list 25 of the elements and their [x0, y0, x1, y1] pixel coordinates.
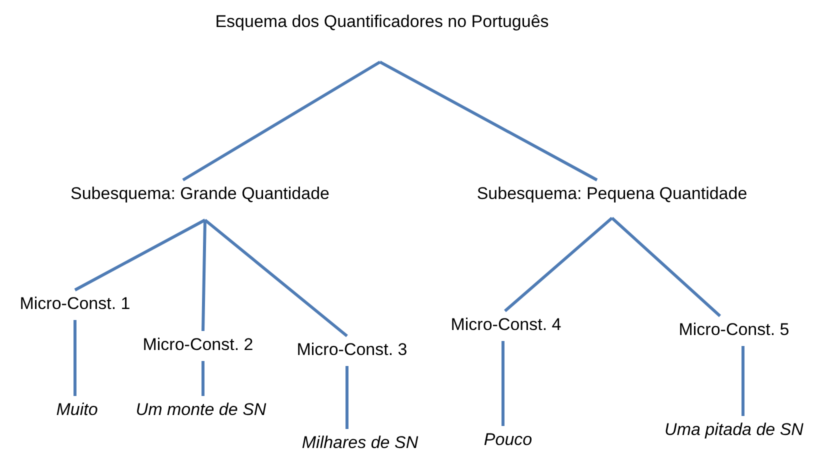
tree-node-label: Subesquema: Grande Quantidade: [70, 184, 330, 204]
tree-node-label: Subesquema: Pequena Quantidade: [476, 184, 748, 204]
tree-node-label: Uma pitada de SN: [664, 420, 804, 440]
tree-branch-line: [504, 216, 613, 312]
tree-node-label: Micro-Const. 5: [678, 320, 790, 340]
tree-branch-line: [74, 218, 206, 292]
tree-branch-line: [182, 60, 381, 182]
tree-branch-line: [202, 220, 206, 332]
tree-branch-line: [379, 60, 598, 182]
tree-node-label: Micro-Const. 1: [20, 294, 130, 314]
tree-root-label: Esquema dos Quantificadores no Português: [215, 12, 549, 32]
tree-branch-line: [204, 218, 348, 338]
tree-node-label: Um monte de SN: [136, 400, 266, 420]
tree-node-label: Micro-Const. 2: [142, 335, 254, 355]
tree-node-label: Muito: [56, 400, 98, 420]
tree-branch-line: [202, 361, 204, 396]
tree-node-label: Pouco: [484, 430, 532, 450]
tree-branch-line: [611, 216, 721, 318]
tree-node-label: Micro-Const. 4: [450, 315, 562, 335]
tree-branch-line: [74, 320, 76, 396]
tree-node-label: Milhares de SN: [302, 433, 418, 452]
tree-node-label: Micro-Const. 3: [296, 340, 408, 360]
tree-branch-line: [502, 341, 504, 426]
tree-branch-line: [742, 346, 744, 416]
tree-branch-line: [346, 366, 348, 429]
